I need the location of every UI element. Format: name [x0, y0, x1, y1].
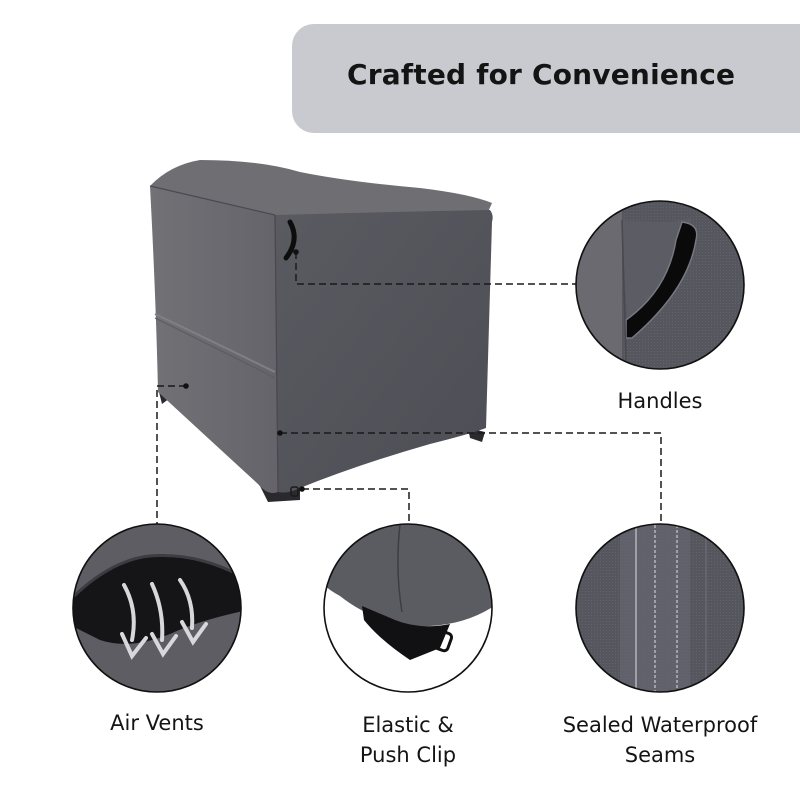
label-air-vents: Air Vents: [57, 708, 257, 738]
label-text: Sealed Waterproof: [562, 713, 758, 737]
seams-detail-circle: [575, 523, 745, 693]
connector-lines: [156, 252, 662, 524]
connector-seams: [280, 432, 662, 524]
generator-cover: [149, 160, 493, 502]
connector-air-vents: [156, 385, 186, 524]
label-text: Air Vents: [110, 711, 204, 735]
connector-dots: [183, 249, 305, 492]
handle-strap: [283, 219, 297, 261]
label-elastic-push-clip: Elastic & Push Clip: [308, 710, 508, 770]
label-handles: Handles: [560, 386, 760, 416]
page-title: Crafted for Convenience: [347, 58, 736, 91]
handles-detail-circle: [575, 200, 745, 370]
label-text: Push Clip: [359, 743, 457, 767]
air-vents-detail-circle: [72, 523, 242, 693]
label-sealed-seams: Sealed Waterproof Seams: [540, 710, 780, 770]
header-banner: [292, 24, 800, 133]
label-text: Seams: [624, 743, 696, 767]
push-clip-buckle: [432, 629, 454, 653]
air-vent-arrows-icon: [120, 578, 208, 660]
elastic-clip-detail-circle: [323, 523, 493, 693]
label-text: Handles: [617, 389, 703, 413]
label-text: Elastic &: [362, 713, 454, 737]
connector-elastic-clip: [302, 488, 410, 524]
